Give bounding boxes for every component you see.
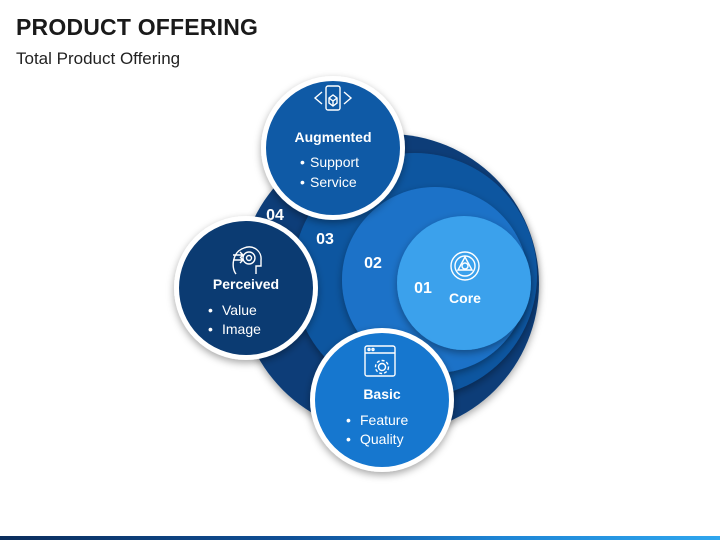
augmented-item-support: Support	[310, 154, 359, 170]
perceived-item-image: Image	[222, 321, 261, 337]
augmented-title: Augmented	[295, 129, 372, 145]
augmented-bullet-2: •	[300, 174, 305, 190]
augmented-card: Augmented • Support • Service	[261, 76, 405, 220]
core-label: Core	[449, 290, 481, 306]
level-04-number: 04	[266, 207, 284, 224]
basic-bullet-1: •	[346, 412, 351, 428]
head-target-icon	[232, 246, 262, 275]
perceived-item-value: Value	[222, 302, 257, 318]
basic-item-feature: Feature	[360, 412, 408, 428]
steering-wheel-icon	[450, 251, 480, 281]
phone-cube-icon	[313, 85, 353, 111]
perceived-bullet-2: •	[208, 321, 213, 337]
level-03-number: 03	[316, 231, 334, 248]
perceived-title: Perceived	[213, 276, 279, 292]
page-title: PRODUCT OFFERING	[16, 14, 259, 40]
basic-title: Basic	[363, 386, 401, 402]
level-01-number: 01	[414, 280, 432, 297]
footer-accent-bar	[0, 536, 720, 540]
basic-item-quality: Quality	[360, 431, 404, 447]
basic-bullet-2: •	[346, 431, 351, 447]
perceived-card: Perceived • Value • Image	[174, 216, 318, 360]
window-gear-icon	[364, 345, 396, 377]
level-02-number: 02	[364, 255, 382, 272]
perceived-bullet-1: •	[208, 302, 213, 318]
level-1-core	[397, 216, 531, 350]
augmented-item-service: Service	[310, 174, 357, 190]
augmented-bullet-1: •	[300, 154, 305, 170]
basic-card: Basic • Feature • Quality	[310, 328, 454, 472]
page-subtitle: Total Product Offering	[16, 49, 181, 68]
